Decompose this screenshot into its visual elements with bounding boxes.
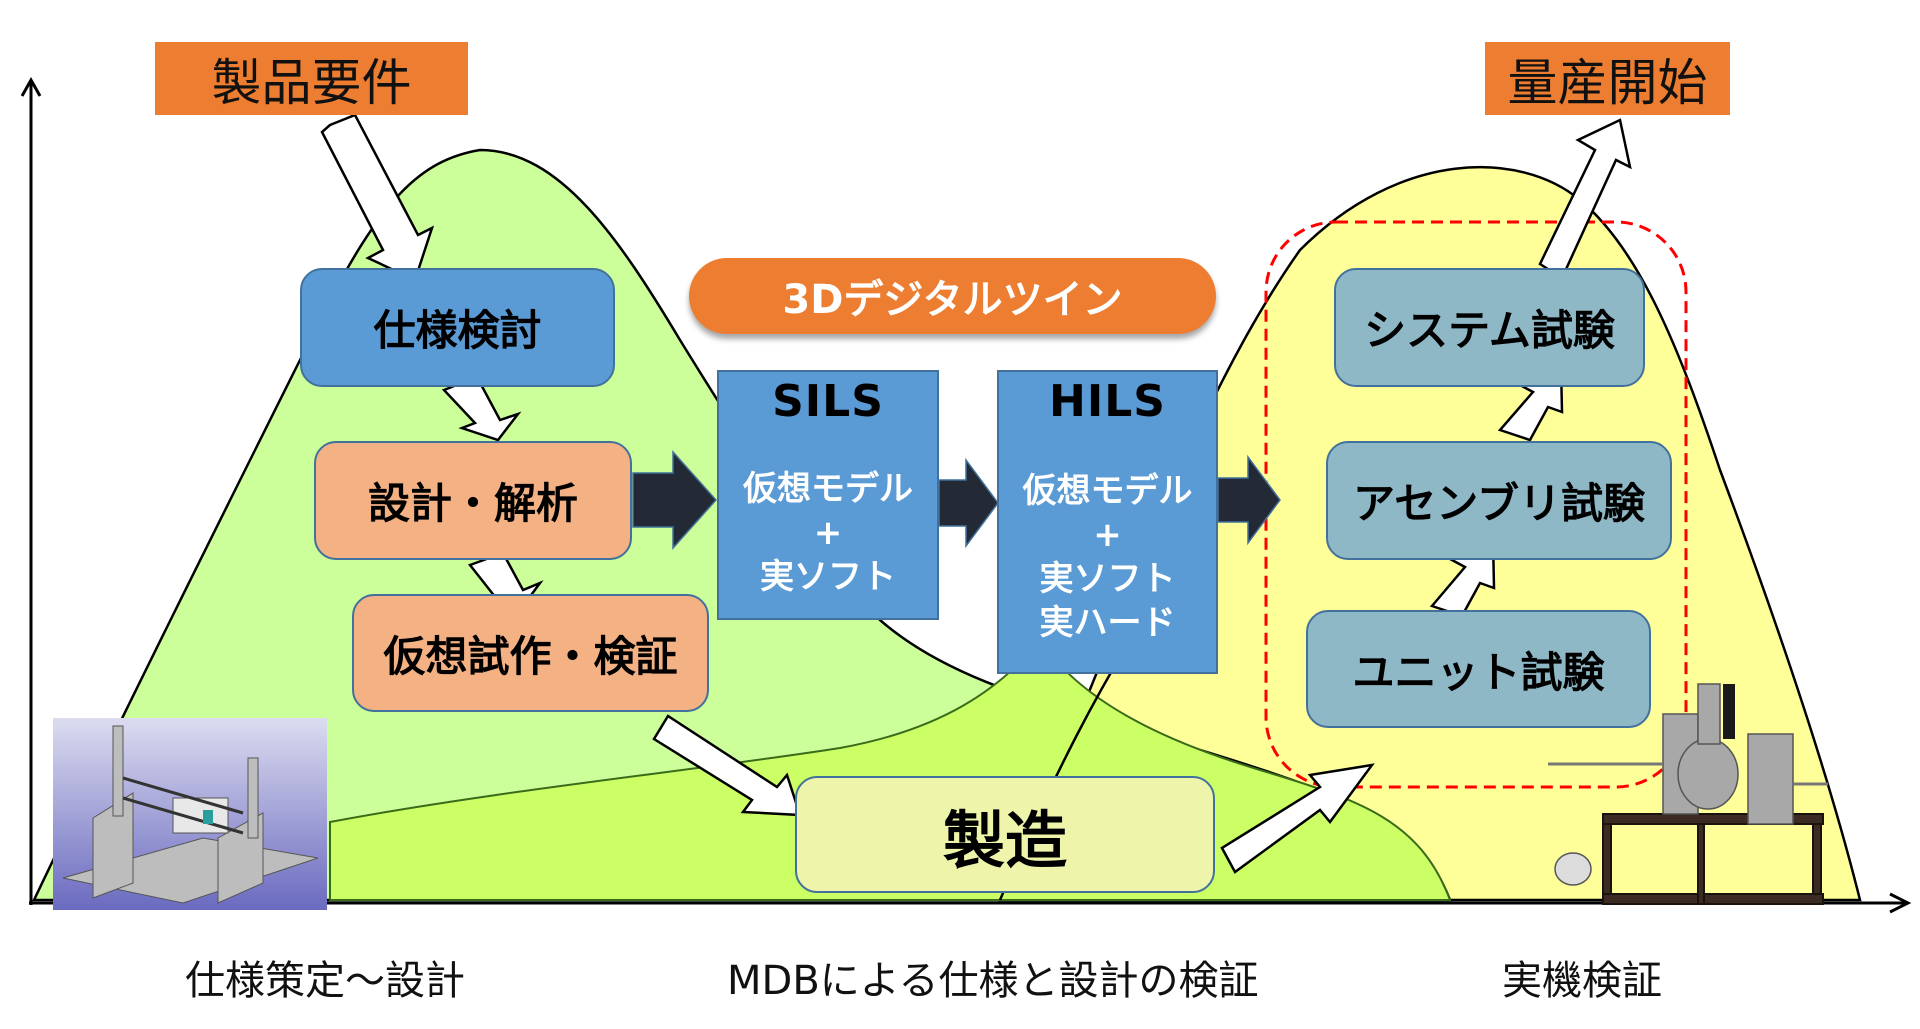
unit-test-box: ユニット試験 bbox=[1306, 610, 1651, 728]
test-equipment-photo bbox=[1548, 674, 1828, 912]
phase-label-mdb-verification: MDBによる仕様と設計の検証 bbox=[727, 958, 1259, 1004]
sils-line: 実ソフト bbox=[760, 557, 896, 597]
sils-line: 仮想モデル bbox=[743, 469, 913, 509]
sils-title: SILS bbox=[772, 376, 884, 427]
product-requirements-box: 製品要件 bbox=[155, 42, 468, 115]
product-requirements-label: 製品要件 bbox=[211, 53, 412, 112]
assembly-test-label: アセンブリ試験 bbox=[1353, 479, 1645, 528]
hils-line: 実ハード bbox=[1039, 603, 1176, 643]
arrow-sils-to-hils bbox=[938, 457, 999, 549]
manufacturing-label: 製造 bbox=[942, 803, 1067, 877]
digital-twin-label: 3Dデジタルツイン bbox=[782, 277, 1123, 323]
phase-label-design: 仕様策定～設計 bbox=[185, 958, 465, 1004]
y-axis-arrowhead bbox=[20, 76, 42, 97]
x-axis-arrowhead bbox=[1889, 892, 1912, 914]
arrow-mfg-to-unit bbox=[1220, 763, 1375, 874]
hils-line: + bbox=[1093, 515, 1122, 555]
arrow-design-to-sils bbox=[632, 450, 718, 550]
mass-production-box: 量産開始 bbox=[1485, 42, 1730, 115]
sils-line: + bbox=[813, 513, 843, 553]
phase-label-real-verification: 実機検証 bbox=[1502, 958, 1662, 1004]
sils-box: SILS 仮想モデル + 実ソフト bbox=[717, 370, 939, 620]
spec-review-box: 仕様検討 bbox=[300, 268, 615, 387]
virtual-prototype-box: 仮想試作・検証 bbox=[352, 594, 709, 712]
assembly-test-box: アセンブリ試験 bbox=[1326, 441, 1672, 560]
arrow-hils-to-real bbox=[1217, 454, 1281, 546]
system-test-label: システム試験 bbox=[1364, 306, 1615, 355]
system-test-box: システム試験 bbox=[1334, 268, 1645, 387]
manufacturing-box: 製造 bbox=[795, 776, 1215, 893]
cad-model-image bbox=[53, 718, 327, 910]
arrow-system-to-mass-production bbox=[1538, 118, 1632, 280]
mass-production-label: 量産開始 bbox=[1507, 53, 1708, 112]
hils-line: 実ソフト bbox=[1039, 559, 1176, 599]
hils-box: HILS 仮想モデル + 実ソフト 実ハード bbox=[997, 370, 1218, 674]
arrow-prototype-to-mfg bbox=[652, 714, 802, 817]
digital-twin-banner: 3Dデジタルツイン bbox=[689, 258, 1216, 334]
hils-title: HILS bbox=[1049, 376, 1166, 427]
virtual-prototype-label: 仮想試作・検証 bbox=[383, 631, 678, 681]
design-analysis-label: 設計・解析 bbox=[367, 479, 578, 528]
unit-test-label: ユニット試験 bbox=[1352, 647, 1605, 697]
design-analysis-box: 設計・解析 bbox=[314, 441, 632, 560]
hils-line: 仮想モデル bbox=[1022, 471, 1193, 511]
spec-review-label: 仕様検討 bbox=[373, 306, 542, 355]
